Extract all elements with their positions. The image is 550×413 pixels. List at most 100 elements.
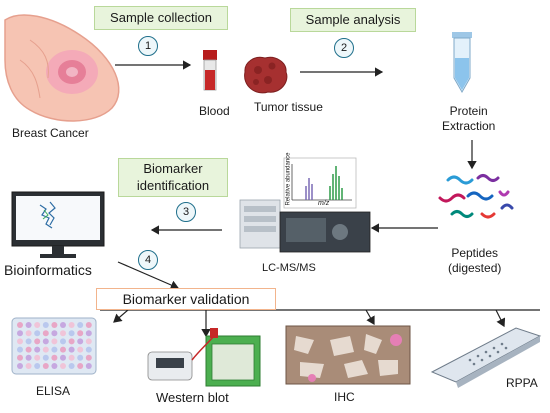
elisa-well — [25, 346, 32, 353]
peptides-icon — [438, 174, 514, 219]
elisa-well — [85, 363, 92, 369]
western-blot-label: Western blot — [156, 390, 229, 405]
elisa-well — [77, 330, 84, 337]
elisa-well — [42, 322, 49, 328]
elisa-well — [17, 330, 23, 337]
tumor-tissue-label: Tumor tissue — [254, 100, 323, 114]
step-1-badge: 1 — [138, 36, 158, 56]
monitor-icon — [11, 191, 105, 258]
western-blot-icon — [147, 328, 261, 387]
elisa-well — [42, 330, 49, 337]
elisa-well — [85, 338, 92, 345]
elisa-label: ELISA — [36, 384, 71, 398]
elisa-well — [68, 346, 75, 353]
elisa-well — [77, 346, 84, 353]
step-2-badge: 2 — [334, 38, 354, 58]
elisa-well — [42, 338, 49, 345]
blood-label: Blood — [199, 104, 230, 118]
elisa-well — [68, 363, 75, 369]
step-4-badge: 4 — [138, 250, 158, 270]
elisa-plate-icon — [11, 317, 97, 375]
elisa-well — [77, 363, 84, 369]
elisa-well — [34, 330, 41, 337]
tumor-tissue-icon — [244, 56, 288, 94]
lcms-label: LC-MS/MS — [262, 262, 316, 274]
stage-sample-collection: Sample collection — [94, 6, 228, 30]
elisa-well — [77, 322, 84, 328]
elisa-well — [85, 354, 92, 361]
elisa-well — [68, 322, 75, 328]
lcms-instrument-icon — [239, 199, 371, 253]
spectrum-x-label: m/z — [318, 200, 330, 207]
stage-biomarker-validation: Biomarker validation — [96, 288, 276, 310]
arrow-ihc — [365, 309, 375, 326]
elisa-well — [77, 354, 84, 361]
elisa-well — [42, 346, 49, 353]
elisa-well — [42, 354, 49, 361]
elisa-well — [34, 363, 41, 369]
elisa-well — [68, 338, 75, 345]
elisa-well — [51, 363, 58, 369]
ihc-tissue-icon — [285, 325, 411, 385]
protein-line2: Extraction — [442, 119, 496, 133]
stage-identification-line2: identification — [136, 178, 210, 193]
peptides-line2: (digested) — [448, 261, 502, 275]
stage-sample-analysis-label: Sample analysis — [305, 12, 401, 27]
elisa-well — [25, 354, 32, 361]
elisa-well — [60, 330, 66, 337]
elisa-well — [25, 322, 32, 328]
elisa-well — [77, 338, 84, 345]
elisa-well — [60, 322, 66, 328]
mass-spectrum-plot — [283, 157, 357, 209]
elisa-well — [51, 354, 58, 361]
elisa-well — [85, 322, 92, 328]
elisa-well — [60, 346, 66, 353]
elisa-well — [68, 330, 75, 337]
elisa-well — [60, 338, 66, 345]
elisa-well — [25, 363, 32, 369]
elisa-well — [34, 338, 41, 345]
step-3-badge: 3 — [176, 202, 196, 222]
stage-identification-line1: Biomarker — [143, 161, 203, 176]
ihc-label: IHC — [334, 390, 355, 404]
elisa-well — [25, 330, 32, 337]
elisa-well — [51, 338, 58, 345]
protein-tube-icon — [452, 32, 472, 94]
elisa-well — [17, 354, 23, 361]
arrow-elisa — [113, 309, 129, 323]
peptides-label: Peptides (digested) — [448, 246, 501, 276]
elisa-well — [60, 363, 66, 369]
peptides-line1: Peptides — [451, 246, 499, 260]
stage-biomarker-identification: Biomarker identification — [118, 158, 228, 197]
blood-tube-icon — [203, 50, 217, 91]
elisa-well — [17, 363, 23, 369]
elisa-well — [17, 322, 23, 328]
elisa-well — [34, 322, 41, 328]
protein-line1: Protein — [449, 104, 488, 118]
elisa-well — [25, 338, 32, 345]
elisa-well — [51, 346, 58, 353]
breast-illustration — [4, 14, 120, 122]
elisa-well — [17, 346, 23, 353]
elisa-well — [34, 346, 41, 353]
elisa-well — [34, 354, 41, 361]
arrow-rppa — [495, 309, 506, 328]
bioinformatics-label: Bioinformatics — [4, 262, 92, 278]
elisa-well — [60, 354, 66, 361]
stage-biomarker-validation-label: Biomarker validation — [122, 291, 250, 307]
elisa-well — [51, 322, 58, 328]
protein-extraction-label: Protein Extraction — [442, 104, 495, 134]
spectrum-y-label: Relative abundance — [285, 152, 292, 206]
elisa-well — [51, 330, 58, 337]
elisa-well — [68, 354, 75, 361]
stage-sample-collection-label: Sample collection — [110, 10, 212, 25]
elisa-well — [85, 346, 92, 353]
rppa-label: RPPA — [506, 376, 538, 390]
arrow-4 — [117, 261, 180, 290]
breast-cancer-label: Breast Cancer — [12, 126, 89, 140]
elisa-well — [42, 363, 49, 369]
rppa-slide-icon — [430, 327, 542, 388]
elisa-well — [85, 330, 92, 337]
